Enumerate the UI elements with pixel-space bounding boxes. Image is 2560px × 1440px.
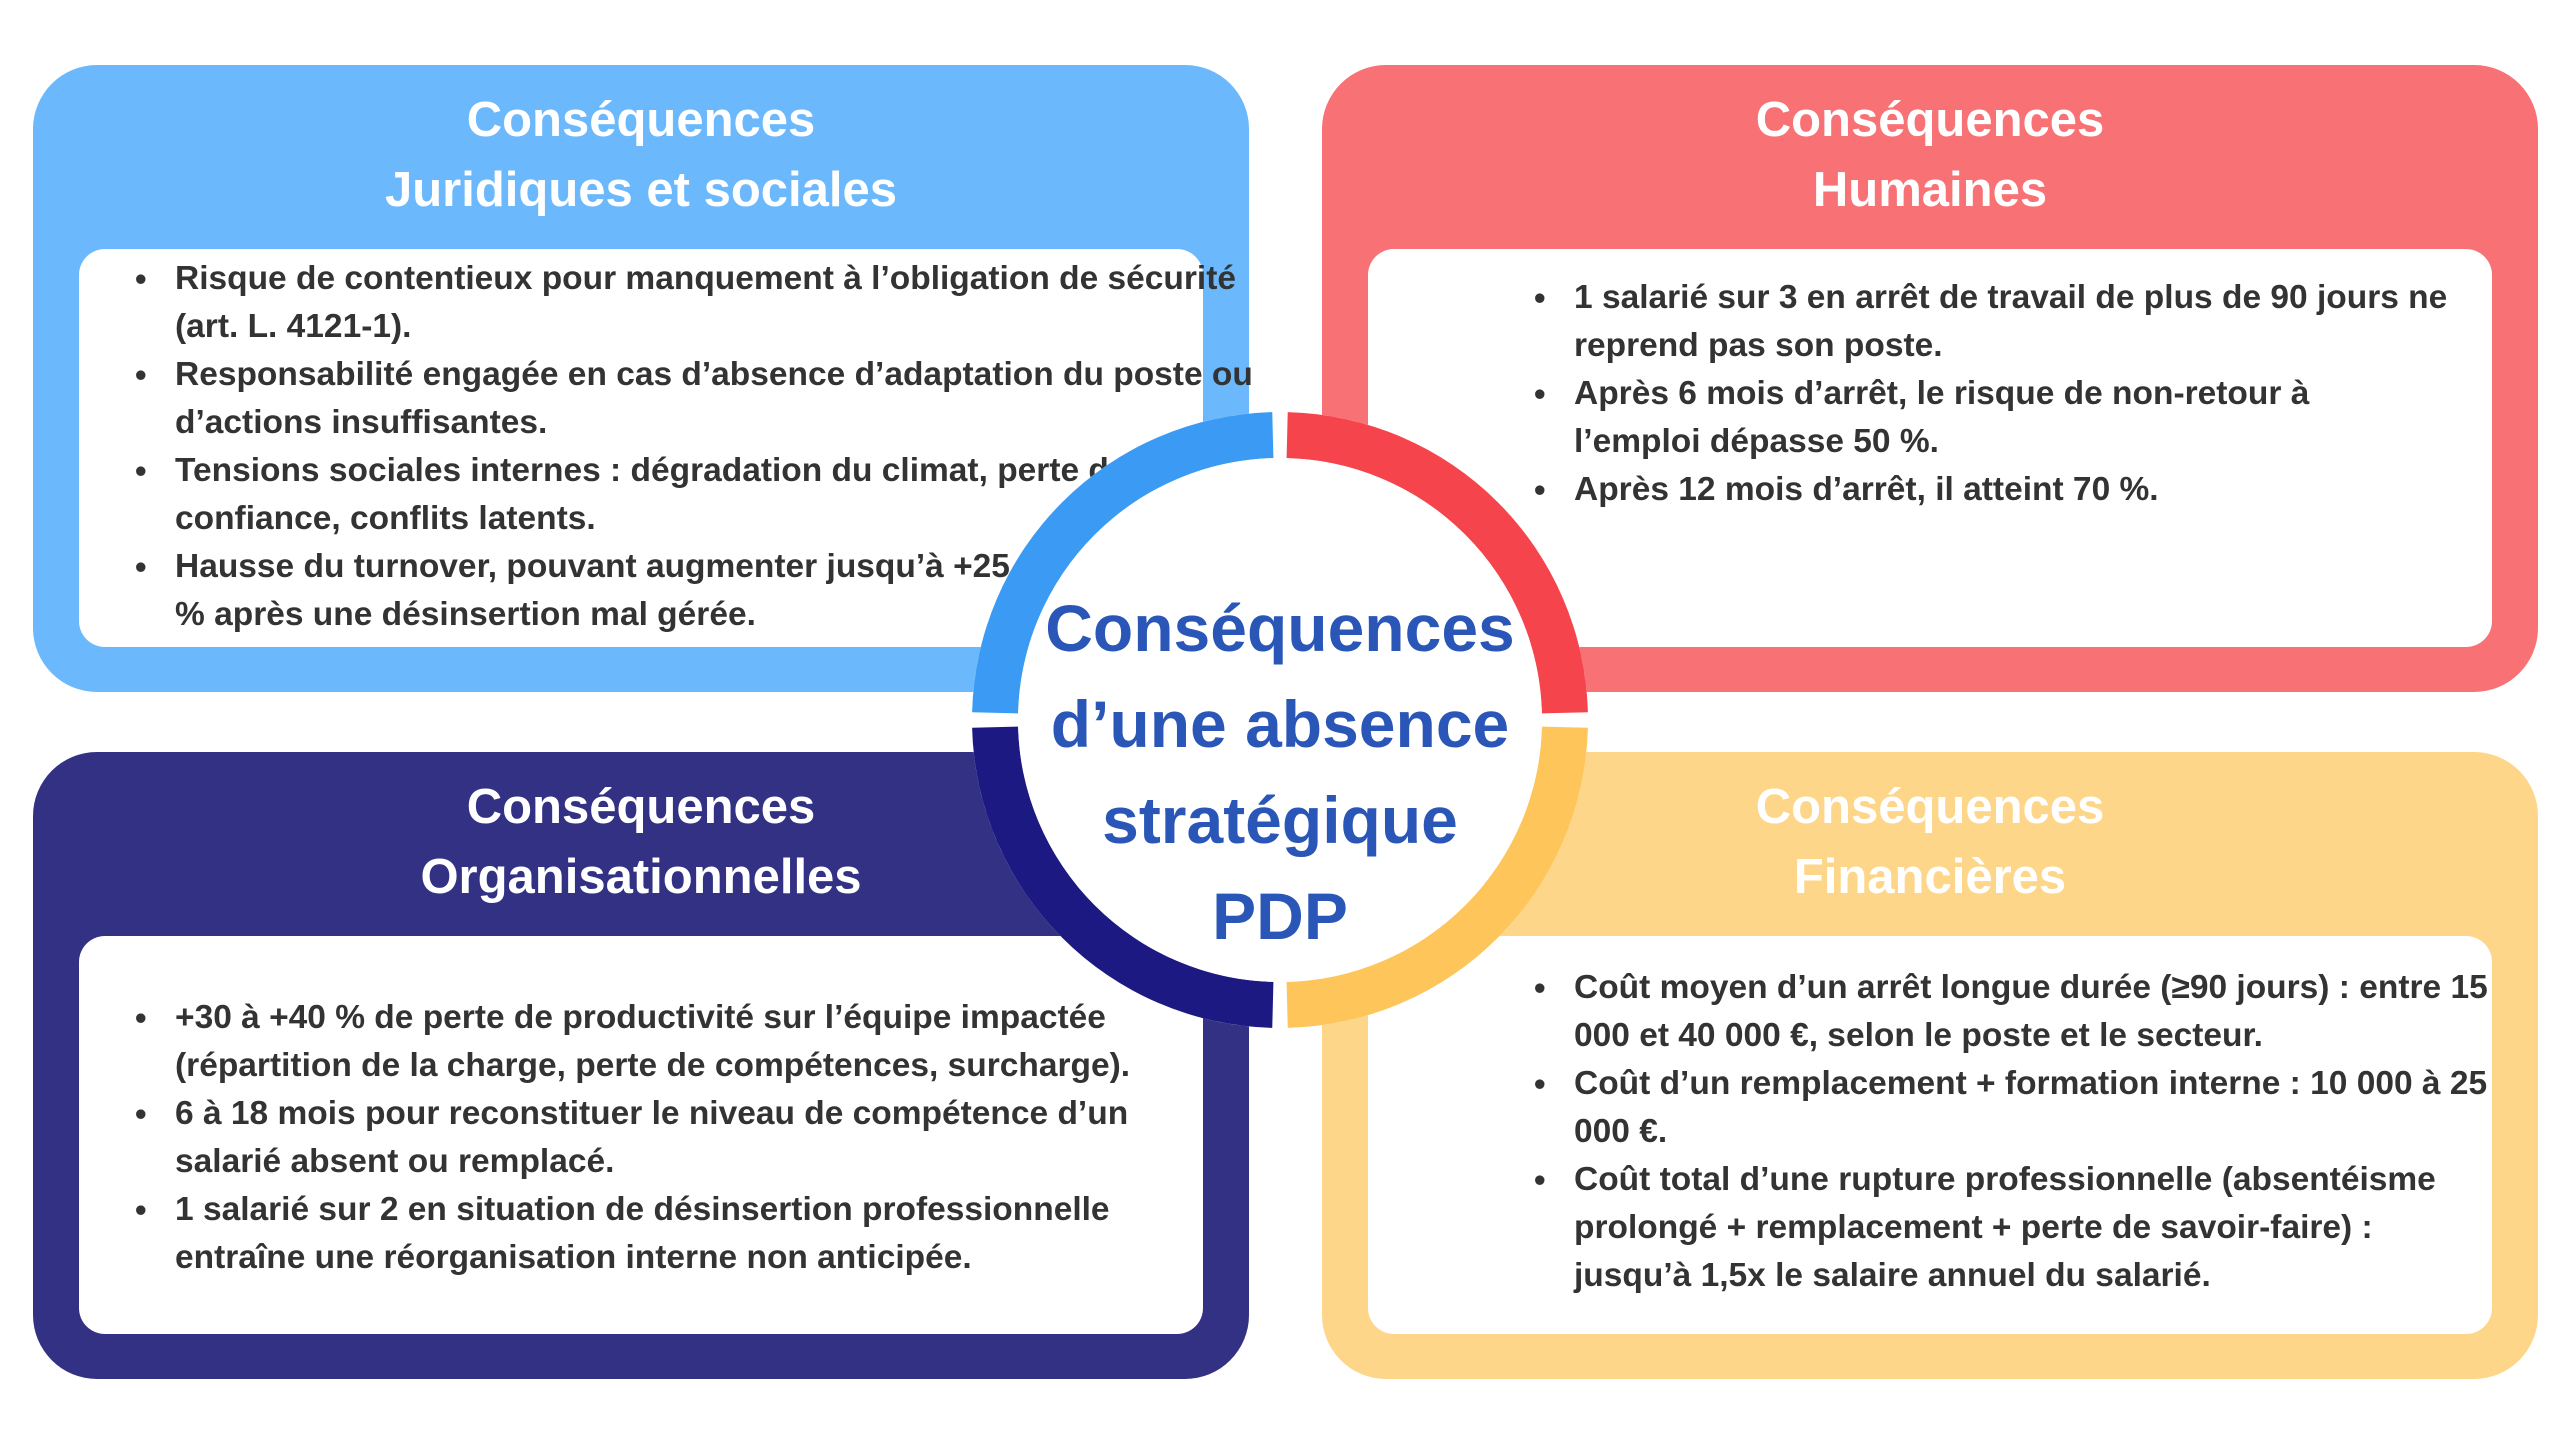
bullet-list: Risque de contentieux pour manquement à … bbox=[135, 255, 1295, 639]
list-item: Coût moyen d’un arrêt longue durée (≥90 … bbox=[1534, 964, 2494, 1060]
quadrant-title: Conséquences Humaines bbox=[1755, 93, 2105, 217]
quadrant-content-panel: Coût moyen d’un arrêt longue durée (≥90 … bbox=[1368, 936, 2492, 1334]
list-item: Hausse du turnover, pouvant augmenter ju… bbox=[135, 543, 1035, 639]
list-item: Coût total d’une rupture professionnelle… bbox=[1534, 1156, 2494, 1300]
bullet-list: 1 salarié sur 3 en arrêt de travail de p… bbox=[1534, 274, 2464, 514]
list-item: Après 12 mois d’arrêt, il atteint 70 %. bbox=[1534, 466, 2464, 514]
quadrant-title: Conséquences Financières bbox=[1755, 780, 2105, 904]
quadrant-title: Conséquences Organisationnelles bbox=[420, 780, 862, 904]
list-item: Coût d’un remplacement + formation inter… bbox=[1534, 1060, 2494, 1156]
central-title: Conséquences d’une absence stratégique P… bbox=[1045, 591, 1515, 953]
quadrant-financieres: Conséquences Financières Coût moyen d’un… bbox=[1322, 752, 2538, 1379]
list-item: Risque de contentieux pour manquement à … bbox=[135, 255, 1295, 351]
list-item: 1 salarié sur 2 en situation de désinser… bbox=[135, 1186, 1195, 1282]
quadrant-title: Conséquences Juridiques et sociales bbox=[385, 93, 897, 217]
quadrant-content-panel: +30 à +40 % de perte de productivité sur… bbox=[79, 936, 1203, 1334]
bullet-list: Coût moyen d’un arrêt longue durée (≥90 … bbox=[1534, 964, 2494, 1300]
list-item: Responsabilité engagée en cas d’absence … bbox=[135, 351, 1295, 447]
bullet-list: +30 à +40 % de perte de productivité sur… bbox=[135, 994, 1195, 1282]
list-item: Après 6 mois d’arrêt, le risque de non-r… bbox=[1534, 370, 2374, 466]
list-item: Tensions sociales internes : dégradation… bbox=[135, 447, 1135, 543]
list-item: 6 à 18 mois pour reconstituer le niveau … bbox=[135, 1090, 1195, 1186]
quadrant-juridiques-sociales: Conséquences Juridiques et sociales Risq… bbox=[33, 65, 1253, 692]
list-item: 1 salarié sur 3 en arrêt de travail de p… bbox=[1534, 274, 2464, 370]
list-item: +30 à +40 % de perte de productivité sur… bbox=[135, 994, 1195, 1090]
quadrant-organisationnelles: Conséquences Organisationnelles +30 à +4… bbox=[33, 752, 1249, 1379]
